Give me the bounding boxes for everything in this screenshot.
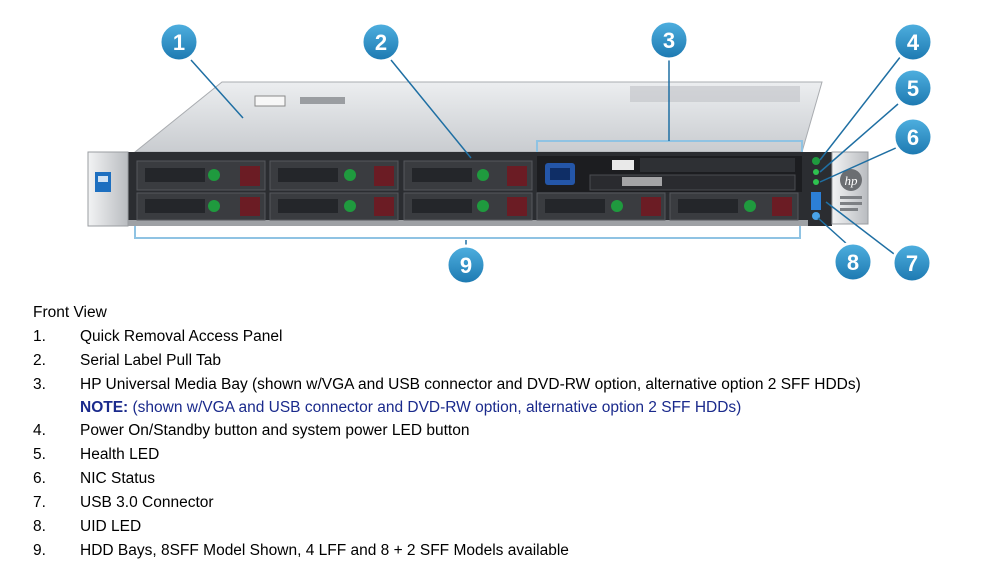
nic-status-led [813, 179, 819, 185]
media-bay [537, 156, 802, 192]
legend-item-4: 4. Power On/Standby button and system po… [33, 419, 993, 443]
svg-text:8: 8 [847, 250, 859, 275]
legend-number: 4. [33, 422, 46, 439]
callout-1: 1 [158, 21, 200, 63]
hp-logo-text: hp [845, 173, 859, 188]
svg-text:3: 3 [663, 28, 675, 53]
legend-item-8: 8. UID LED [33, 515, 993, 539]
legend-number: 3. [33, 376, 46, 393]
hdd-bay [136, 160, 266, 191]
svg-text:6: 6 [907, 125, 919, 150]
hdd-bay [536, 192, 666, 221]
callout-9: 9 [445, 244, 487, 286]
hdd-bay [403, 192, 533, 221]
callout-4: 4 [892, 21, 934, 63]
legend-item-9: 9. HDD Bays, 8SFF Model Shown, 4 LFF and… [33, 539, 993, 563]
hdd-bay [669, 192, 799, 221]
legend-note: NOTE: (shown w/VGA and USB connector and… [33, 396, 993, 420]
callout-3: 3 [648, 19, 690, 61]
legend-number: 8. [33, 518, 46, 535]
hdd-bay [269, 160, 399, 191]
callout-7: 7 [891, 242, 933, 284]
hdd-bay-group [136, 160, 799, 221]
hdd-bay [403, 160, 533, 191]
usb-port [612, 160, 634, 170]
legend-text: NIC Status [80, 470, 155, 487]
legend-item-6: 6. NIC Status [33, 467, 993, 491]
server-front-diagram: hp 1 2 3 4 5 6 7 [87, 19, 934, 286]
legend-heading: Front View [33, 304, 107, 321]
legend-item-7: 7. USB 3.0 Connector [33, 491, 993, 515]
legend-item-1: 1. Quick Removal Access Panel [33, 325, 993, 349]
legend-text: Quick Removal Access Panel [80, 328, 283, 345]
hp-logo [840, 169, 862, 191]
svg-text:5: 5 [907, 76, 919, 101]
hdd-bay [136, 192, 266, 221]
svg-text:1: 1 [173, 30, 185, 55]
legend-text: UID LED [80, 518, 142, 535]
callout-8: 8 [832, 241, 874, 283]
access-panel-label [300, 97, 345, 104]
callout-5: 5 [892, 67, 934, 109]
legend-number: 7. [33, 494, 46, 511]
hdd-bay [269, 192, 399, 221]
access-panel-vents [630, 86, 800, 102]
svg-text:9: 9 [460, 253, 472, 278]
power-button[interactable] [812, 157, 820, 165]
callout-2: 2 [360, 21, 402, 63]
legend-text: Health LED [80, 446, 160, 463]
callout-6: 6 [892, 116, 934, 158]
usb3-connector[interactable] [811, 192, 821, 210]
legend-item-3: 3. HP Universal Media Bay (shown w/VGA a… [33, 373, 993, 397]
note-text: (shown w/VGA and USB connector and DVD-R… [128, 399, 742, 416]
legend-number: 6. [33, 470, 46, 487]
legend-item-5: 5. Health LED [33, 443, 993, 467]
access-panel-latch [254, 95, 286, 107]
front-bezel-lower-lip [128, 220, 808, 226]
legend-text: Power On/Standby button and system power… [80, 422, 470, 439]
svg-text:2: 2 [375, 30, 387, 55]
svg-text:7: 7 [906, 251, 918, 276]
legend-number: 1. [33, 328, 46, 345]
note-label: NOTE: [80, 399, 129, 416]
legend-text: HP Universal Media Bay (shown w/VGA and … [80, 376, 861, 393]
status-panel [808, 152, 832, 226]
legend: Front View 1. Quick Removal Access Panel… [33, 301, 993, 563]
legend-text: HDD Bays, 8SFF Model Shown, 4 LFF and 8 … [80, 542, 569, 559]
hdd-bay-bracket [134, 226, 801, 239]
legend-item-2: 2. Serial Label Pull Tab [33, 349, 993, 373]
legend-number: 9. [33, 542, 46, 559]
health-led [813, 169, 819, 175]
legend-text: USB 3.0 Connector [80, 494, 214, 511]
svg-text:4: 4 [907, 30, 920, 55]
dvd-drive [589, 174, 796, 191]
leader-lines [190, 55, 902, 258]
legend-number: 2. [33, 352, 46, 369]
legend-number: 5. [33, 446, 46, 463]
legend-text: Serial Label Pull Tab [80, 352, 222, 369]
